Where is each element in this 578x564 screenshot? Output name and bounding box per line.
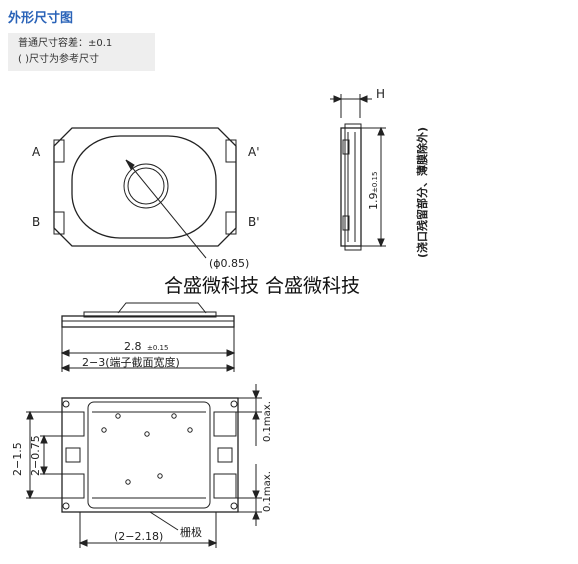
label-tol-19: ±0.15 [371,172,379,193]
center-circle [123,163,169,209]
corner-hole-tr [230,400,238,408]
watermark-text: 合盛微科技 合盛微科技 [164,275,360,297]
dim-2075-arrow-top [40,434,48,444]
label-tol-28: ±0.15 [147,344,168,352]
front-view-cover [83,311,217,318]
phi-arrow [125,159,135,170]
dim-01-bot-arrow-1 [252,490,260,500]
front-view-dome [117,302,207,314]
label-dim-215: 2−1.5 [11,442,24,476]
h-arrow-right [358,95,368,103]
side-view-gate-bot [342,215,350,231]
dot-6 [125,479,131,485]
label-dim-23: 2−3(端子截面宽度) [82,355,180,369]
dot-3 [101,427,107,433]
top-view [53,127,237,259]
dot-1 [115,413,121,419]
side-view-gate-top [342,139,350,155]
dot-2 [171,413,177,419]
dim-19-arrow-top [377,126,385,136]
side-view-cover [344,123,362,251]
label-01max-top: 0.1max. [262,401,273,442]
bottom-view-inner [87,401,211,509]
label-b: B [32,215,40,229]
bottom-terminal-l2 [65,447,81,463]
reference-note: ( )尺寸为参考尺寸 [18,54,99,65]
label-h: H [376,87,385,101]
dim-23-arrow-right [226,364,236,372]
page-title: 外形尺寸图 [8,11,74,26]
label-a: A [32,145,41,159]
dim-2075-arrow-bot [40,466,48,476]
notes-box: 普通尺寸容差：±0.1 ( )尺寸为参考尺寸 [8,33,155,71]
dot-4 [187,427,193,433]
dim-01-top-arrow-1 [252,390,260,400]
bottom-terminal-r1 [213,411,237,437]
corner-hole-tl [62,400,70,408]
label-a-prime: A' [248,145,260,159]
top-view-inner-oval [71,135,217,239]
phi-leader [125,159,207,259]
dim-23-arrow-left [60,364,70,372]
corner-hole-bl [62,502,70,510]
side-note: (浇口残留部分、薄膜除外) [415,127,429,258]
label-phi: (ϕ0.85) [209,257,249,270]
dim-215-arrow-bot [26,490,34,500]
dim-19-arrow-bot [377,238,385,248]
dim-2218-arrow-left [78,539,88,547]
dim-01-top-arrow-2 [252,410,260,420]
dim-215-arrow-top [26,410,34,420]
terminal-b-prime [225,211,237,235]
tolerance-note: 普通尺寸容差：±0.1 [18,38,113,49]
label-dim-19: 1.9 [367,193,380,211]
bottom-terminal-r3 [213,473,237,499]
label-gate: 栅极 [180,525,202,539]
h-arrow-left [333,95,343,103]
front-view [60,302,236,372]
dim-2218-arrow-right [208,539,218,547]
bottom-terminal-l1 [61,411,85,437]
side-view [330,94,386,251]
center-circle-inner [127,167,165,205]
side-view-body [340,127,362,247]
dim-28-arrow-right [226,349,236,357]
label-b-prime: B' [248,215,260,229]
dot-5 [144,431,150,437]
dim-01-bot-arrow-2 [252,510,260,520]
bottom-view [26,384,262,548]
label-01max-bot: 0.1max. [262,471,273,512]
gate-leader [149,511,179,531]
dim-28-arrow-left [60,349,70,357]
terminal-a-prime [225,139,237,163]
label-dim-2075: 2−0.75 [29,435,42,476]
corner-hole-br [230,502,238,510]
bottom-terminal-l3 [61,473,85,499]
label-dim-28: 2.8 [124,340,142,353]
bottom-terminal-r2 [217,447,233,463]
dot-7 [157,473,163,479]
top-view-outline [53,127,237,247]
terminal-a [53,139,65,163]
terminal-b [53,211,65,235]
label-dim-2218: (2−2.18) [114,530,163,543]
